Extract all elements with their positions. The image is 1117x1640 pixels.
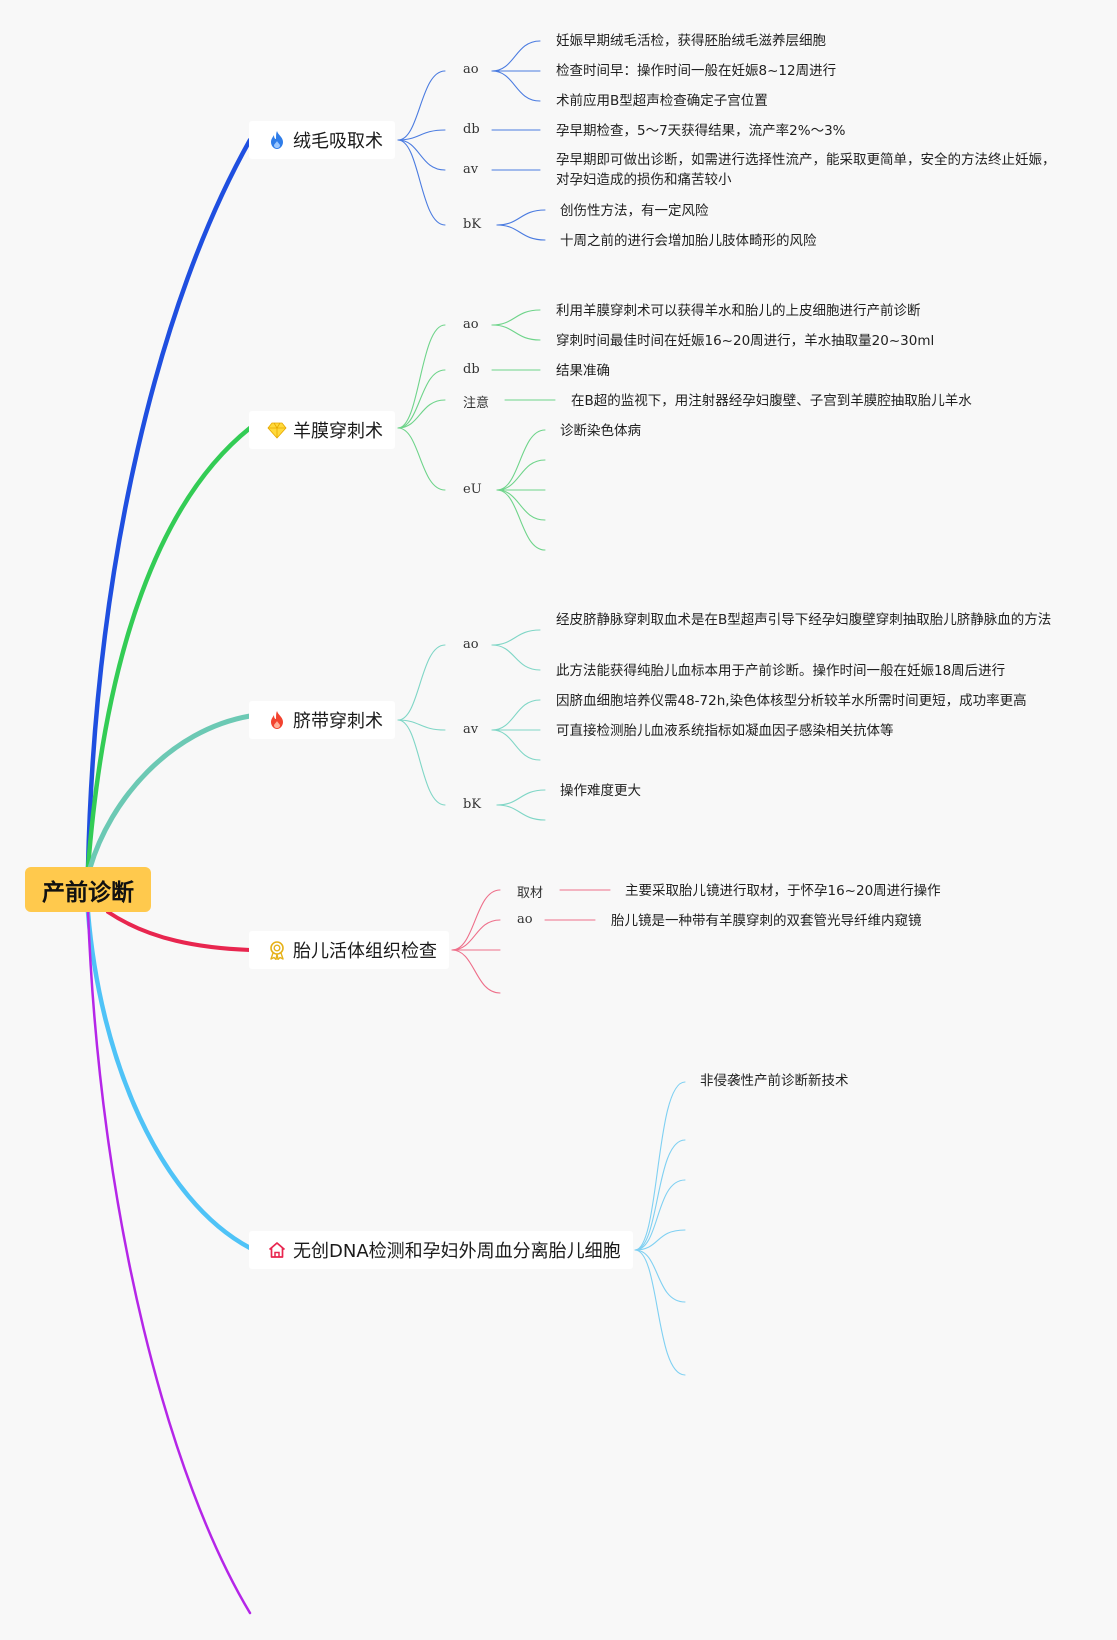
leaf-text[interactable]: 诊断染色体病 bbox=[560, 423, 641, 439]
branch-5-connectors bbox=[634, 1081, 686, 1376]
leaf-text[interactable]: 可直接检测胎儿血液系统指标如凝血因子感染相关抗体等 bbox=[556, 723, 894, 739]
branch-line-2 bbox=[85, 425, 253, 871]
subtopic-ao[interactable]: ao bbox=[463, 317, 479, 332]
root-topic[interactable]: 产前诊断 bbox=[25, 867, 151, 912]
leaf-text[interactable]: 十周之前的进行会增加胎儿肢体畸形的风险 bbox=[560, 233, 817, 249]
subtopic-eu[interactable]: eU bbox=[463, 482, 482, 497]
flame-icon bbox=[271, 131, 283, 149]
subtopic-db[interactable]: db bbox=[463, 362, 480, 377]
leaf-text[interactable]: 因脐血细胞培养仪需48-72h,染色体核型分析较羊水所需时间更短，成功率更高 bbox=[556, 693, 1027, 709]
leaf-text[interactable]: 主要采取胎儿镜进行取材，于怀孕16~20周进行操作 bbox=[625, 883, 941, 899]
flame-icon bbox=[271, 711, 283, 729]
topic-label: 羊膜穿刺术 bbox=[293, 421, 383, 442]
leaf-text[interactable]: 利用羊膜穿刺术可以获得羊水和胎儿的上皮细胞进行产前诊断 bbox=[556, 303, 921, 319]
subtopic-bk[interactable]: bK bbox=[463, 797, 482, 812]
topic-label: 绒毛吸取术 bbox=[293, 131, 383, 152]
topic-villus-sampling[interactable]: 绒毛吸取术 bbox=[249, 121, 395, 159]
leaf-text[interactable]: 胎儿镜是一种带有羊膜穿刺的双套管光导纤维内窥镜 bbox=[611, 913, 922, 929]
subtopic-av[interactable]: av bbox=[463, 722, 479, 737]
branch-line-4 bbox=[106, 910, 252, 952]
leaf-text[interactable]: 穿刺时间最佳时间在妊娠16~20周进行，羊水抽取量20~30ml bbox=[556, 333, 935, 349]
topic-label: 胎儿活体组织检查 bbox=[293, 941, 437, 962]
badge-icon bbox=[270, 941, 284, 960]
branch-1-connectors bbox=[397, 40, 546, 241]
branch-4-connectors bbox=[451, 889, 611, 994]
topic-label: 无创DNA检测和孕妇外周血分离胎儿细胞 bbox=[293, 1241, 621, 1262]
topic-amniocentesis[interactable]: 羊膜穿刺术 bbox=[249, 411, 395, 449]
subtopic-ao[interactable]: ao bbox=[517, 912, 533, 927]
diamond-icon bbox=[267, 422, 287, 439]
branch-line-6 bbox=[86, 910, 252, 1615]
leaf-text[interactable]: 结果准确 bbox=[556, 363, 610, 379]
leaf-text[interactable]: 孕早期检查，5〜7天获得结果，流产率2%〜3% bbox=[556, 123, 846, 139]
subtopic-ao[interactable]: ao bbox=[463, 62, 479, 77]
leaf-text[interactable]: 创伤性方法，有一定风险 bbox=[560, 203, 709, 219]
subtopic-db[interactable]: db bbox=[463, 122, 480, 137]
leaf-text[interactable]: 妊娠早期绒毛活检，获得胚胎绒毛滋养层细胞 bbox=[556, 33, 826, 49]
branch-3-connectors bbox=[397, 629, 546, 821]
leaf-text[interactable]: 操作难度更大 bbox=[560, 783, 641, 799]
leaf-text[interactable]: 此方法能获得纯胎儿血标本用于产前诊断。操作时间一般在妊娠18周后进行 bbox=[556, 663, 1006, 679]
branch-line-1 bbox=[85, 137, 253, 871]
leaf-text[interactable]: 检查时间早：操作时间一般在妊娠8~12周进行 bbox=[556, 63, 837, 79]
home-icon bbox=[268, 1242, 286, 1258]
leaf-text[interactable]: 孕早期即可做出诊断，如需进行选择性流产，能采取更简单，安全的方法终止妊娠，对孕妇… bbox=[556, 152, 1056, 188]
subtopic-bk[interactable]: bK bbox=[463, 217, 482, 232]
leaf-text[interactable]: 术前应用B型超声检查确定子宫位置 bbox=[556, 93, 768, 109]
branch-line-3 bbox=[87, 713, 253, 871]
subtopic-ao[interactable]: ao bbox=[463, 637, 479, 652]
topic-noninvasive-dna[interactable]: 无创DNA检测和孕妇外周血分离胎儿细胞 bbox=[249, 1231, 633, 1269]
leaf-text[interactable]: 在B超的监视下，用注射器经孕妇腹壁、子宫到羊膜腔抽取胎儿羊水 bbox=[571, 393, 972, 409]
subtopic-note[interactable]: 注意 bbox=[463, 396, 490, 411]
leaf-text[interactable]: 非侵袭性产前诊断新技术 bbox=[700, 1073, 849, 1089]
branch-line-5 bbox=[85, 909, 253, 1251]
subtopic-sampling[interactable]: 取材 bbox=[517, 886, 544, 901]
topic-label: 脐带穿刺术 bbox=[293, 711, 383, 732]
leaf-text[interactable]: 经皮脐静脉穿刺取血术是在B型超声引导下经孕妇腹壁穿刺抽取胎儿脐静脉血的方法 bbox=[556, 612, 1052, 628]
branch-2-connectors bbox=[397, 309, 556, 551]
topic-fetal-biopsy[interactable]: 胎儿活体组织检查 bbox=[249, 931, 449, 969]
topic-cordocentesis[interactable]: 脐带穿刺术 bbox=[249, 701, 395, 739]
subtopic-av[interactable]: av bbox=[463, 162, 479, 177]
